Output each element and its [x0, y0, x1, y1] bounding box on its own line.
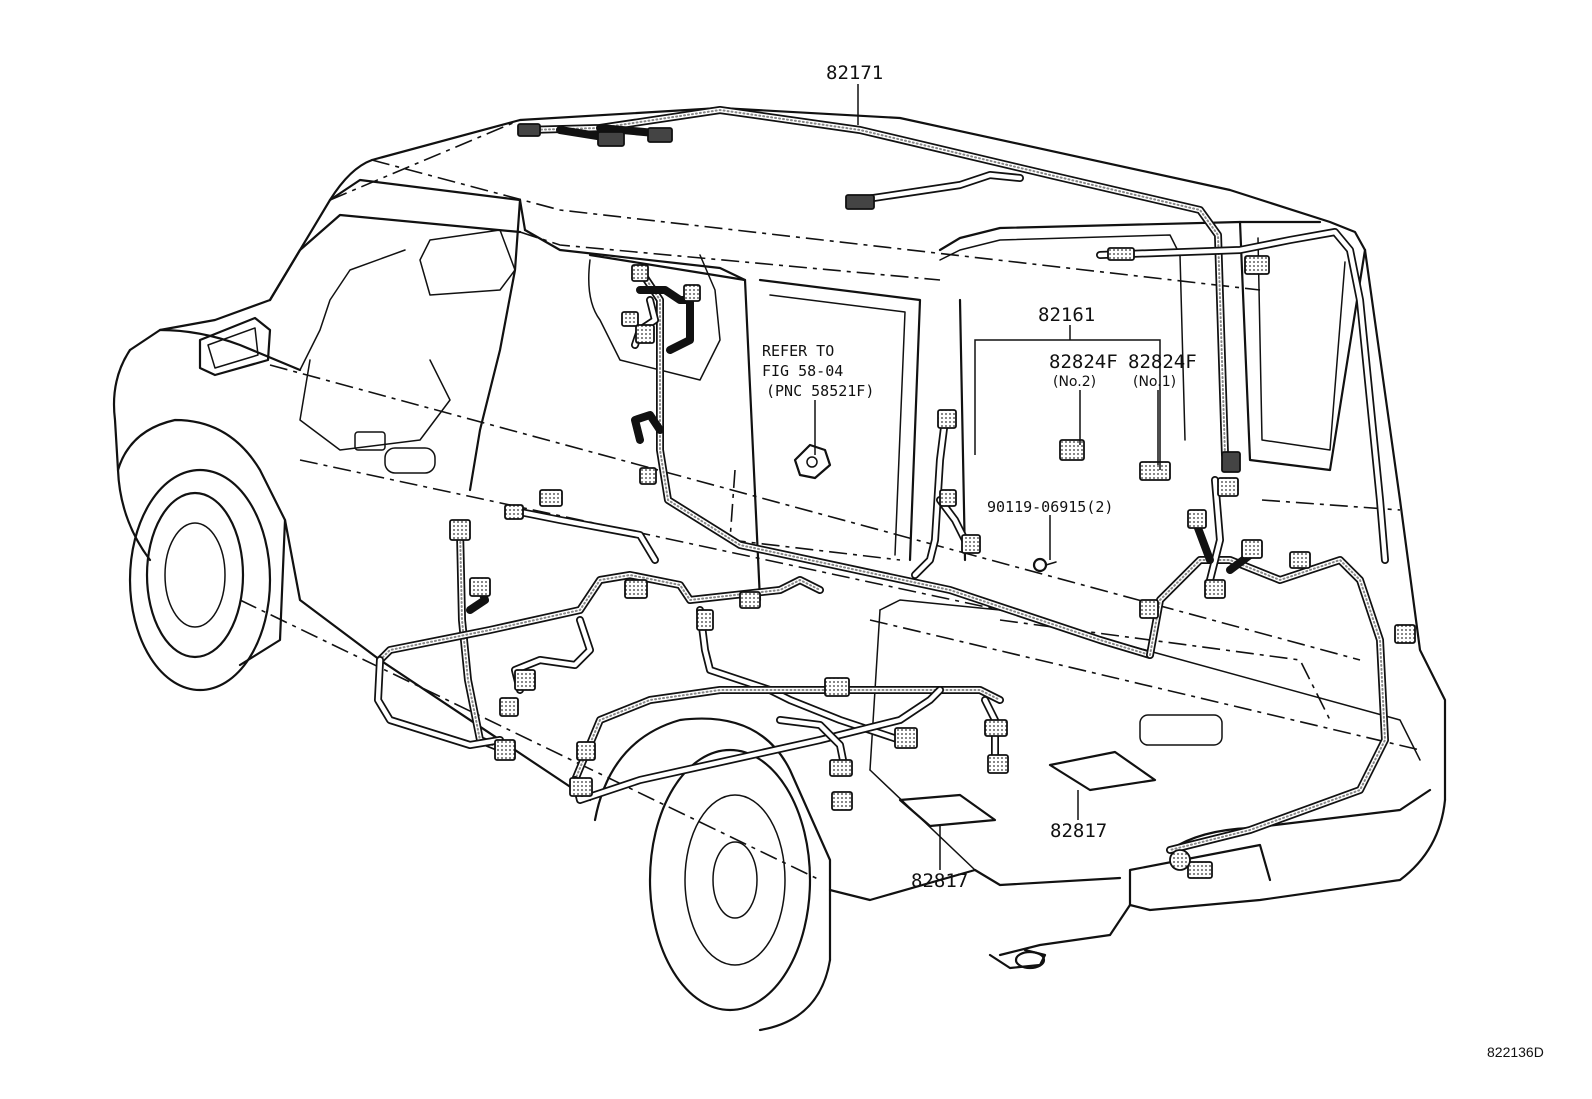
- callout-82817-right: 82817: [1050, 820, 1108, 842]
- protector-sheets: [898, 750, 1157, 828]
- roof-wire-harness: [521, 106, 1229, 459]
- callout-82824f-no1-sub: (No.1): [1133, 374, 1177, 390]
- refer-note-line2: FIG 58-04: [762, 362, 844, 380]
- callout-82171: 82171: [826, 62, 884, 84]
- center-floor-harness: [374, 286, 1004, 804]
- harness-connectors: [449, 123, 1416, 879]
- refer-note-line3: (PNC 58521F): [766, 382, 875, 400]
- callout-82824f-no1: 82824F: [1128, 351, 1197, 373]
- figure-code: 822136D: [1487, 1044, 1544, 1060]
- refer-note-line1: REFER TO: [762, 342, 835, 360]
- clip-bracket: [793, 443, 832, 480]
- floor-wire-harness: [636, 228, 1389, 854]
- vehicle-body-outline: [112, 106, 1447, 1032]
- callout-82161: 82161: [1038, 304, 1096, 326]
- bolt-90119: [1032, 557, 1057, 573]
- callout-82817-left: 82817: [911, 870, 969, 892]
- callout-82824f-no2: 82824F: [1049, 351, 1118, 373]
- callout-90119-06915: 90119-06915(2): [987, 498, 1114, 516]
- callout-82824f-no2-sub: (No.2): [1053, 374, 1097, 390]
- leader-lines: [814, 84, 1161, 870]
